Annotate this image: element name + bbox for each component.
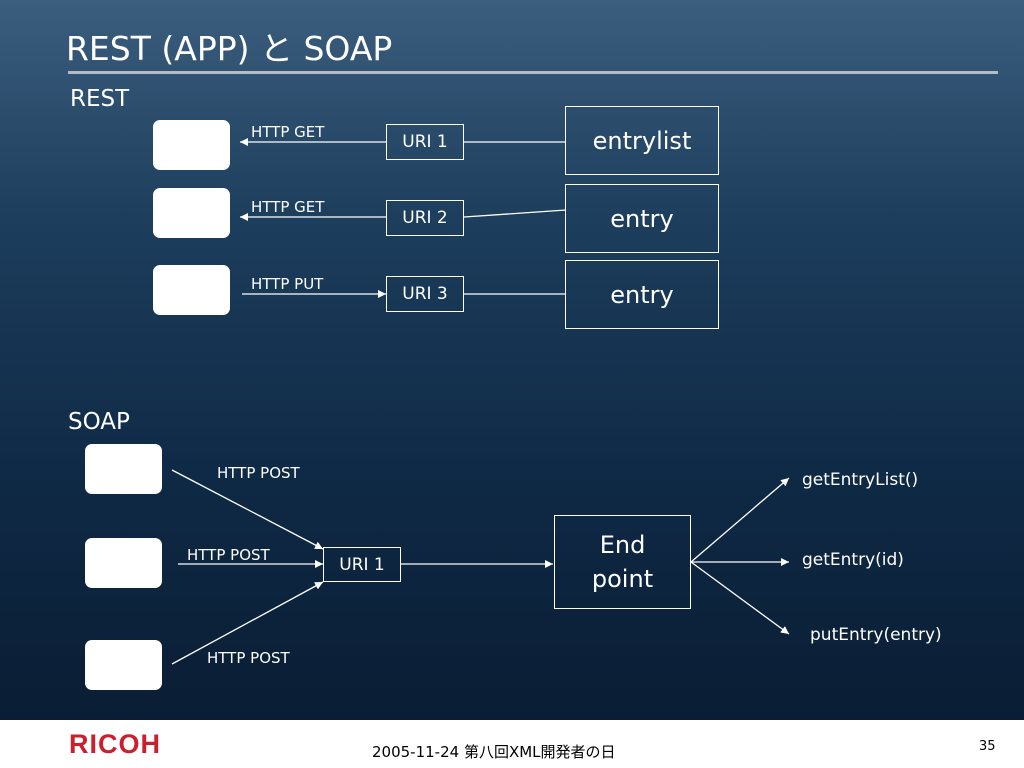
rest-uri-label-3: URI 3 bbox=[402, 284, 448, 304]
rest-resource-label-1: entrylist bbox=[592, 126, 692, 155]
soap-client-1 bbox=[85, 444, 162, 494]
rest-client-3 bbox=[153, 265, 230, 315]
soap-post-label-1: HTTP POST bbox=[217, 464, 300, 482]
soap-method-putentry: putEntry(entry) bbox=[810, 625, 942, 645]
footer-caption: 2005-11-24 第八回XML開発者の日 bbox=[372, 743, 616, 761]
rest-link-uri2-entry bbox=[463, 209, 567, 218]
rest-heading: REST bbox=[70, 86, 130, 112]
rest-uri-box-3: URI 3 bbox=[386, 276, 464, 312]
soap-uri-box: URI 1 bbox=[323, 547, 401, 582]
rest-resource-label-3: entry bbox=[610, 280, 674, 309]
title-underline bbox=[68, 71, 998, 74]
rest-uri-label-2: URI 2 bbox=[402, 208, 448, 228]
slide: REST (APP) と SOAP bbox=[0, 0, 1024, 720]
soap-client-2 bbox=[85, 538, 162, 588]
rest-resource-box-1: entrylist bbox=[565, 106, 719, 175]
soap-arrow-post-1 bbox=[171, 469, 324, 550]
soap-method-getentrylist: getEntryList() bbox=[802, 470, 919, 490]
rest-resource-label-2: entry bbox=[610, 204, 674, 233]
footer-bar bbox=[0, 720, 1024, 768]
rest-client-1 bbox=[153, 120, 230, 170]
soap-endpoint-box: End point bbox=[554, 515, 691, 609]
soap-uri-label: URI 1 bbox=[339, 554, 385, 575]
soap-heading: SOAP bbox=[68, 409, 130, 435]
rest-uri-box-2: URI 2 bbox=[386, 200, 464, 236]
slide-title: REST (APP) と SOAP bbox=[66, 29, 393, 68]
soap-arrow-getentrylist bbox=[690, 477, 790, 563]
soap-post-label-3: HTTP POST bbox=[207, 649, 290, 667]
rest-method-label-1: HTTP GET bbox=[251, 123, 325, 141]
rest-method-label-2: HTTP GET bbox=[251, 198, 325, 216]
soap-arrow-post-3 bbox=[171, 581, 324, 665]
rest-resource-box-2: entry bbox=[565, 184, 719, 253]
ricoh-logo: RICOH bbox=[69, 729, 161, 759]
soap-endpoint-label-line1: End bbox=[599, 531, 646, 559]
rest-uri-box-1: URI 1 bbox=[386, 124, 464, 160]
rest-resource-box-3: entry bbox=[565, 260, 719, 329]
soap-post-label-2: HTTP POST bbox=[187, 546, 270, 564]
rest-client-2 bbox=[153, 188, 230, 238]
soap-arrow-putentry bbox=[690, 561, 790, 635]
rest-method-label-3: HTTP PUT bbox=[251, 275, 324, 293]
soap-method-getentry: getEntry(id) bbox=[802, 550, 904, 570]
rest-uri-label-1: URI 1 bbox=[402, 132, 448, 152]
page-number: 35 bbox=[979, 739, 996, 754]
diagram-connectors bbox=[171, 138, 790, 665]
soap-endpoint-label-line2: point bbox=[591, 565, 654, 593]
soap-client-3 bbox=[85, 640, 162, 690]
